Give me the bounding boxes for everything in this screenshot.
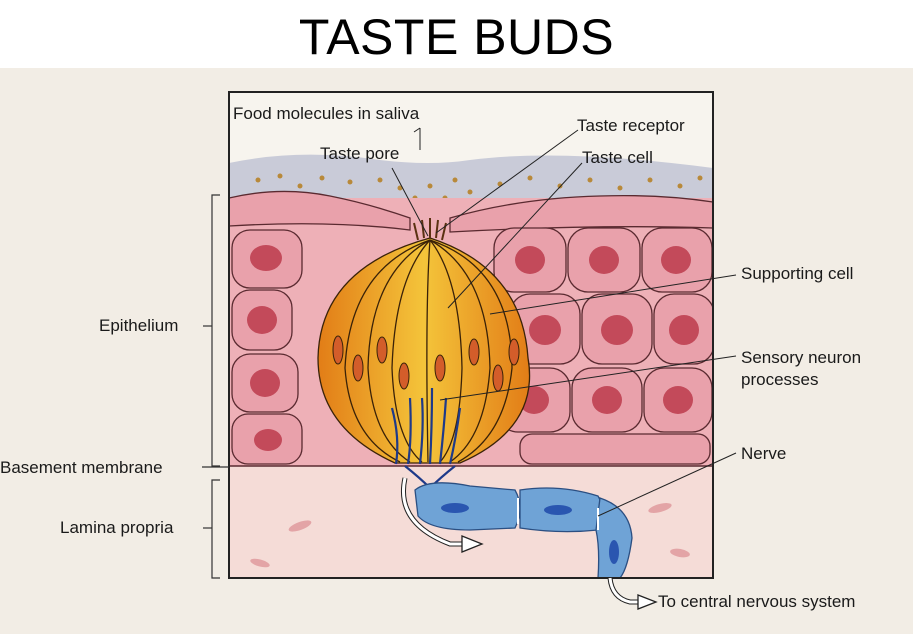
- label-supporting-cell: Supporting cell: [741, 264, 854, 283]
- lamina-bracket: [211, 479, 220, 579]
- label-food-molecules: Food molecules in saliva: [233, 104, 420, 123]
- label-nerve: Nerve: [741, 444, 787, 463]
- label-basement-membrane: Basement membrane: [0, 458, 163, 477]
- diagram-box: [228, 91, 714, 579]
- page-title: TASTE BUDS: [298, 9, 615, 65]
- label-sensory-neuron-line1: Sensory neuron: [741, 348, 862, 367]
- taste-bud-diagram: Food molecules in saliva Taste pore Tast…: [0, 68, 913, 634]
- label-lamina-propria: Lamina propria: [60, 518, 174, 537]
- epithelium-bracket: [211, 194, 220, 467]
- label-taste-cell: Taste cell: [582, 148, 653, 167]
- saliva-layer: [229, 154, 713, 208]
- label-sensory-neuron-line2: processes: [741, 370, 819, 389]
- label-taste-pore: Taste pore: [320, 144, 400, 163]
- label-to-cns: To central nervous system: [658, 592, 856, 611]
- label-taste-receptor: Taste receptor: [577, 116, 685, 135]
- taste-bud: [317, 237, 531, 464]
- diagram-illustration: [202, 91, 737, 610]
- label-epithelium: Epithelium: [99, 316, 179, 335]
